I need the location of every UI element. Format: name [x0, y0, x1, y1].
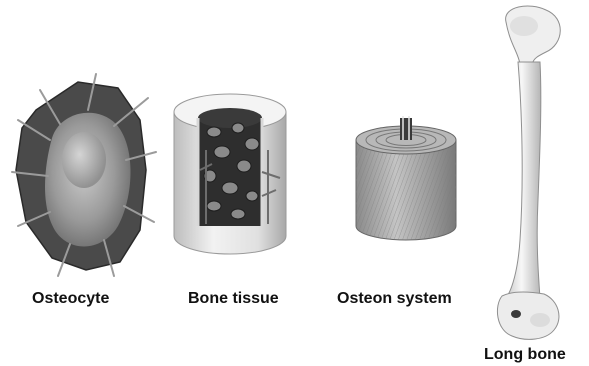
osteocyte-illustration	[12, 74, 156, 276]
osteon-illustration	[356, 116, 456, 240]
bone-tissue-illustration	[174, 94, 286, 254]
label-bone-tissue: Bone tissue	[188, 290, 279, 308]
label-osteocyte: Osteocyte	[32, 290, 109, 308]
label-long-bone: Long bone	[484, 346, 566, 364]
long-bone-illustration	[497, 6, 560, 339]
label-osteon-system: Osteon system	[337, 290, 452, 308]
